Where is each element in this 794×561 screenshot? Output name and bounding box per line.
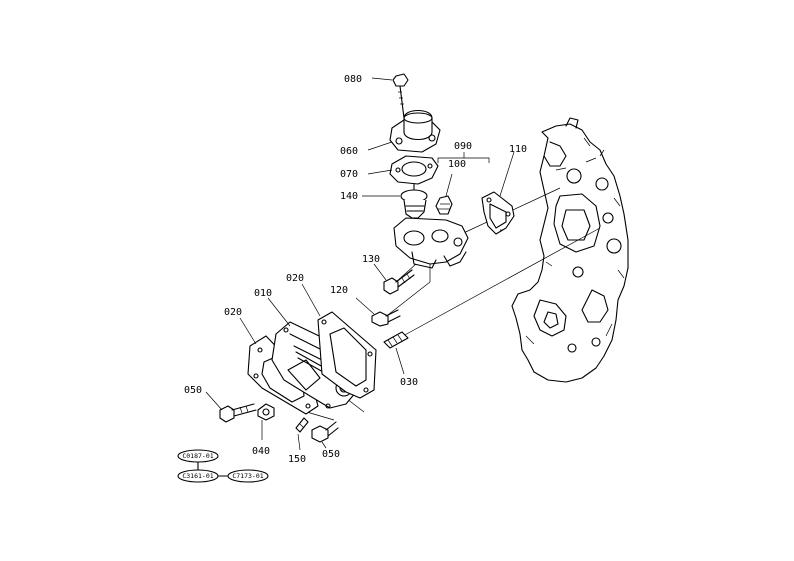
stud-150 xyxy=(295,417,309,451)
label-130: 130 xyxy=(362,254,380,265)
label-070: 070 xyxy=(340,169,358,180)
label-020-back: 020 xyxy=(286,273,304,284)
bolt-130 xyxy=(373,263,415,295)
label-010: 010 xyxy=(254,288,272,299)
gasket-020-back xyxy=(301,283,377,399)
label-030: 030 xyxy=(400,377,418,388)
label-040: 040 xyxy=(252,446,270,457)
reference-code-2: C3161-01 xyxy=(182,472,213,480)
thermostat-cover-060 xyxy=(367,109,441,153)
label-140: 140 xyxy=(340,191,358,202)
reference-code-3: C7173-01 xyxy=(232,472,263,480)
plug-100 xyxy=(435,173,453,215)
label-120: 120 xyxy=(330,285,348,296)
bolt-050-left xyxy=(205,391,257,423)
part-labels: 080 060 070 140 090 100 110 130 120 020 … xyxy=(184,74,527,465)
bolt-080 xyxy=(371,73,409,119)
label-090: 090 xyxy=(454,141,472,152)
label-100: 100 xyxy=(448,159,466,170)
bolt-050-right xyxy=(311,421,339,449)
bolt-120 xyxy=(355,297,401,327)
reference-code-1: C0187-01 xyxy=(182,452,213,460)
gasket-070 xyxy=(367,155,439,185)
label-060: 060 xyxy=(340,146,358,157)
label-020-front: 020 xyxy=(224,307,242,318)
stud-030 xyxy=(383,331,409,375)
thermostat-140 xyxy=(362,183,428,219)
label-110: 110 xyxy=(509,144,527,155)
label-150: 150 xyxy=(288,454,306,465)
gasket-110 xyxy=(481,151,515,235)
plug-040 xyxy=(257,403,275,440)
thermostat-housing xyxy=(393,217,469,269)
engine-block xyxy=(511,117,629,383)
label-050-right: 050 xyxy=(322,449,340,460)
bracket-090 xyxy=(437,152,490,163)
reference-codes: C0187-01 C3161-01 C7173-01 xyxy=(177,449,269,483)
label-080: 080 xyxy=(344,74,362,85)
label-050-left: 050 xyxy=(184,385,202,396)
